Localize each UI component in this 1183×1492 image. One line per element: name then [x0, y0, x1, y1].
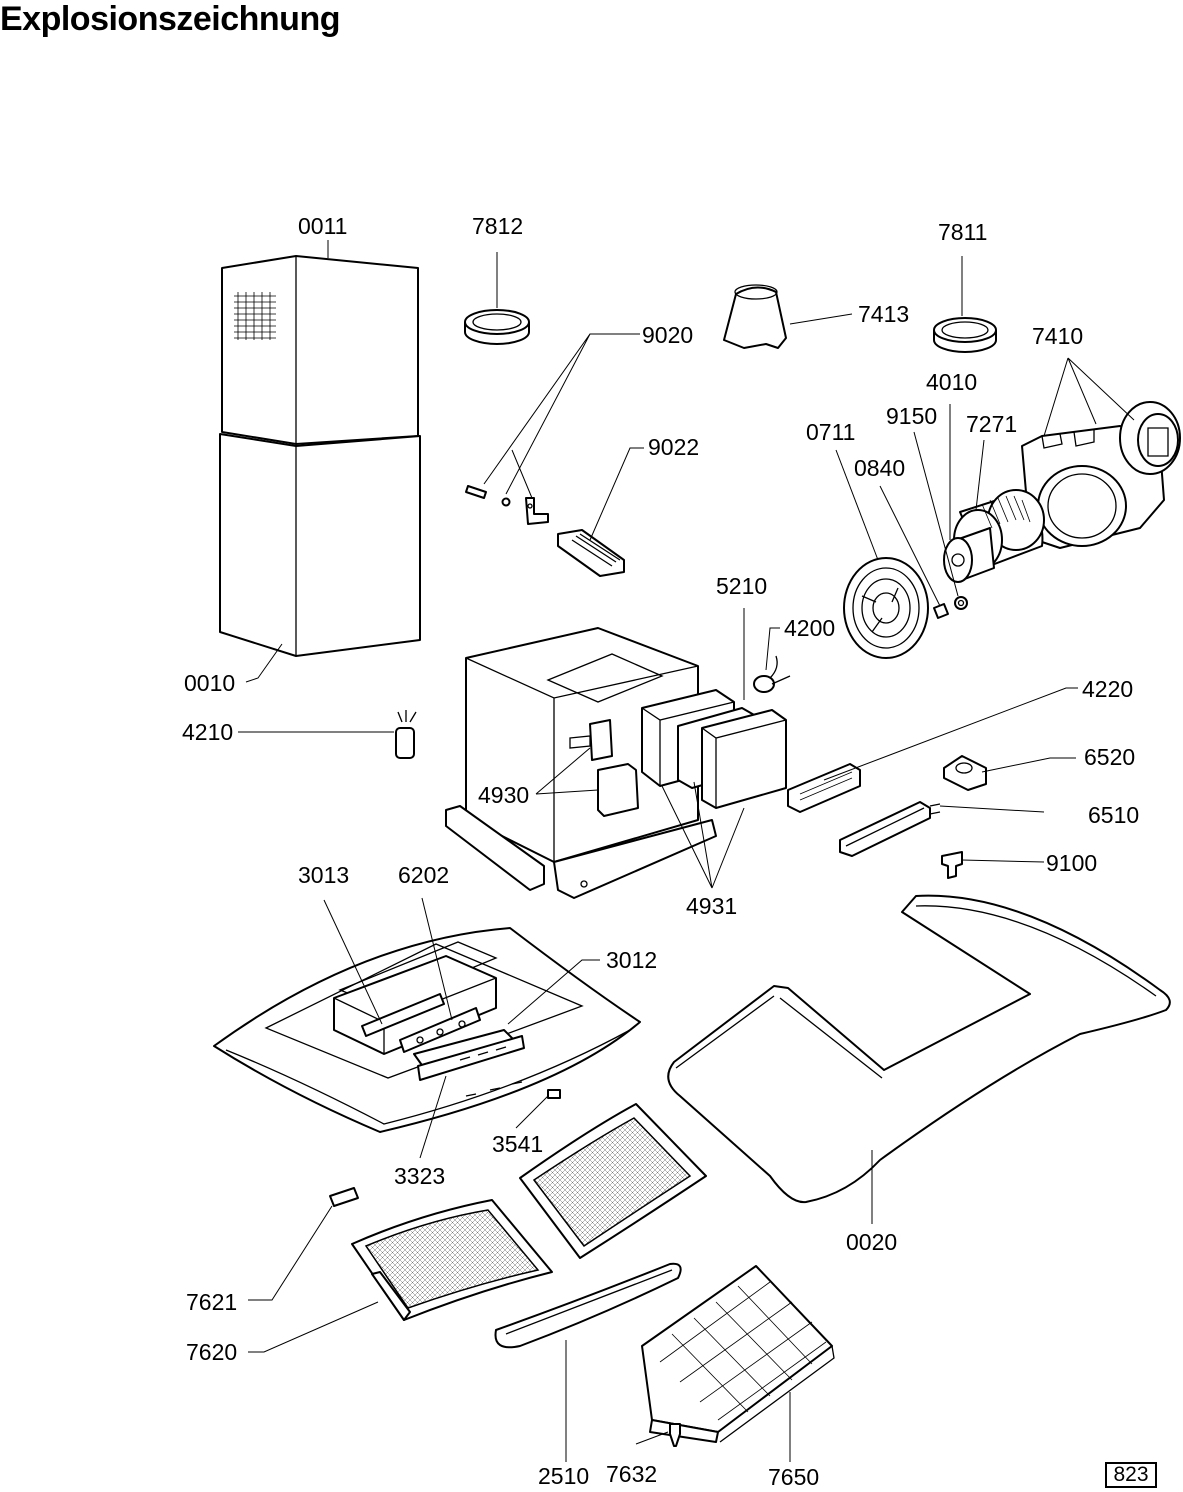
label-9100: 9100: [1046, 850, 1097, 876]
circuit-boards-4931-part: [641, 689, 787, 809]
capacitor-4200-part: [753, 655, 791, 693]
label-7621: 7621: [186, 1289, 237, 1315]
label-4200: 4200: [784, 615, 835, 641]
label-7811: 7811: [938, 219, 987, 245]
switch-4930-part: [569, 719, 639, 817]
label-6202: 6202: [398, 862, 449, 888]
page-title: Explosionszeichnung: [0, 0, 340, 38]
page-number-box: 823: [1105, 1462, 1157, 1488]
grease-filter-right-part: [519, 1103, 707, 1259]
screw-7632-part: [669, 1423, 681, 1447]
label-4930: 4930: [478, 782, 529, 808]
flange-7811-part: [933, 317, 997, 353]
nut-9150-part: [954, 596, 968, 610]
lamp-holder-4220-part: [787, 763, 861, 813]
bulb-9100-part: [941, 851, 963, 879]
motor-4010-part: [943, 527, 995, 583]
label-6510: 6510: [1088, 802, 1139, 828]
label-3012: 3012: [606, 947, 657, 973]
label-0020: 0020: [846, 1229, 897, 1255]
electronics-housing-part: [445, 627, 717, 899]
label-7650: 7650: [768, 1464, 819, 1490]
label-3323: 3323: [394, 1163, 445, 1189]
label-9150: 9150: [886, 403, 937, 429]
label-7271: 7271: [966, 411, 1017, 437]
lower-chimney-part: [219, 433, 421, 657]
button-strip-3323-part: [417, 1035, 525, 1097]
label-7620: 7620: [186, 1339, 237, 1365]
label-7812: 7812: [472, 213, 523, 239]
button-3541-part: [547, 1089, 561, 1099]
label-0840: 0840: [854, 455, 905, 481]
label-0011: 0011: [298, 213, 347, 239]
damper-7413-part: [723, 284, 787, 349]
label-4010: 4010: [926, 369, 977, 395]
blower-housing-7410-part: [1021, 401, 1181, 549]
label-7410: 7410: [1032, 323, 1083, 349]
label-4220: 4220: [1082, 676, 1133, 702]
label-0010: 0010: [184, 670, 235, 696]
label-0711: 0711: [806, 419, 855, 445]
label-7413: 7413: [858, 301, 909, 327]
label-9022: 9022: [648, 434, 699, 460]
label-7632: 7632: [606, 1461, 657, 1487]
clip-7621-part: [329, 1187, 359, 1207]
leader-lines: [238, 240, 1135, 1462]
bushing-0840-part: [933, 603, 949, 619]
screws-bracket-9020-part: [465, 485, 549, 525]
motor-cover-0711-part: [843, 557, 929, 659]
upper-chimney-part: [221, 255, 419, 445]
grease-tray-3013-part: [333, 955, 497, 1055]
label-5210: 5210: [716, 573, 767, 599]
label-9020: 9020: [642, 322, 693, 348]
label-4931: 4931: [686, 893, 737, 919]
bracket-9022-part: [557, 529, 625, 577]
label-2510: 2510: [538, 1463, 589, 1489]
control-board-6202-part: [399, 1007, 481, 1053]
carbon-filter-7650-part: [641, 1265, 835, 1443]
label-3013: 3013: [298, 862, 349, 888]
part-number-labels: 0011 7812 7811 9020 7413 7410 4010 9150 …: [182, 213, 1139, 1490]
fuse-4210-part: [395, 710, 417, 759]
label-4210: 4210: [182, 719, 233, 745]
trim-strip-2510-part: [494, 1262, 682, 1349]
flange-7812-part: [464, 309, 530, 345]
label-6520: 6520: [1084, 744, 1135, 770]
lamp-6510-part: [839, 801, 941, 857]
glass-canopy-0020-part: [667, 894, 1171, 1204]
grease-filter-7620-part: [351, 1199, 553, 1321]
lamp-socket-6520-part: [943, 755, 987, 791]
label-3541: 3541: [492, 1131, 543, 1157]
